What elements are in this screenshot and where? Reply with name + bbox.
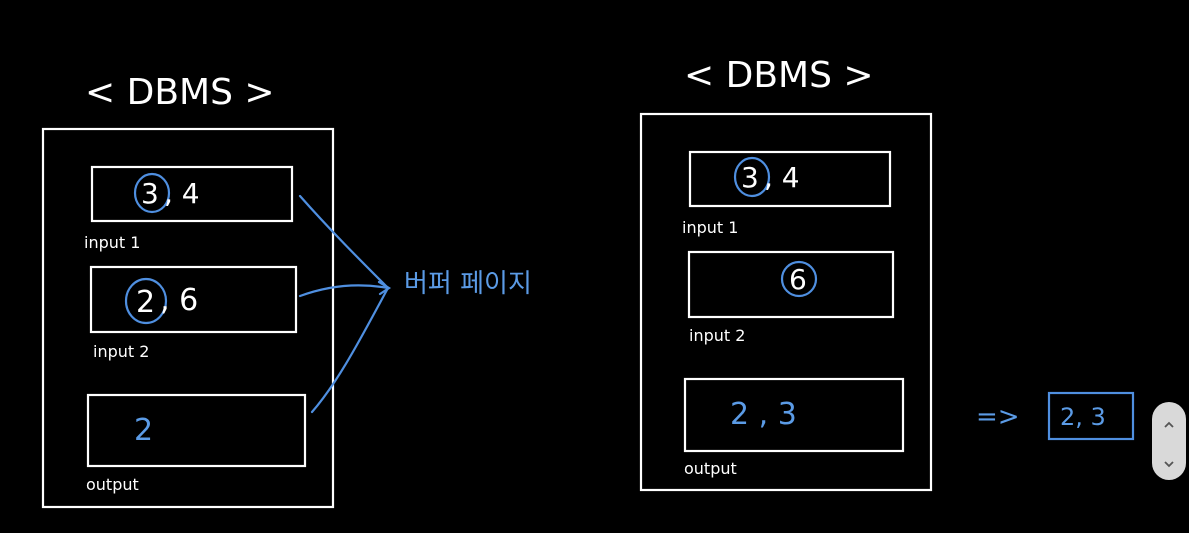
- left-dbms-title: < DBMS >: [85, 72, 275, 113]
- connector-output: [310, 286, 390, 414]
- right-input1-rest: , 4: [764, 161, 800, 194]
- right-input1-buffer: [688, 150, 892, 208]
- connector-input1: [298, 194, 390, 290]
- right-output-label: output: [684, 459, 737, 478]
- left-input2-label: input 2: [93, 342, 149, 361]
- right-input1-circled-value: 3: [741, 161, 759, 194]
- left-input2-rest: , 6: [160, 283, 198, 318]
- left-input1-buffer: [90, 165, 294, 223]
- connector-input2: [298, 284, 390, 298]
- right-input1-label: input 1: [682, 218, 738, 237]
- left-output-value: 2: [134, 413, 153, 448]
- result-box: [1047, 391, 1135, 441]
- result-value: 2, 3: [1060, 403, 1106, 431]
- left-input2-circle: [124, 277, 168, 325]
- left-output-label: output: [86, 475, 139, 494]
- right-input1-circle: [733, 156, 771, 198]
- left-input2-circled-value: 2: [136, 285, 155, 320]
- right-dbms-box: [639, 112, 933, 492]
- right-input2-buffer: [687, 250, 895, 319]
- right-output-buffer: [683, 377, 905, 453]
- left-input1-rest: , 4: [164, 177, 200, 210]
- right-input2-label: input 2: [689, 326, 745, 345]
- chevron-down-icon[interactable]: [1163, 455, 1175, 467]
- right-output-value: 2 , 3: [730, 397, 797, 432]
- left-input2-buffer: [89, 265, 298, 334]
- left-input1-circled-value: 3: [141, 177, 159, 210]
- right-dbms-title: < DBMS >: [684, 55, 874, 96]
- left-dbms-box: [41, 127, 335, 509]
- scroll-control[interactable]: [1152, 402, 1186, 480]
- result-arrow: =>: [976, 402, 1020, 432]
- right-input2-circle: [780, 260, 818, 298]
- arrowhead-icon: [377, 280, 392, 296]
- buffer-page-annotation: 버퍼 페이지: [404, 269, 532, 299]
- left-input1-label: input 1: [84, 233, 140, 252]
- chevron-up-icon[interactable]: [1163, 416, 1175, 428]
- left-input1-circle: [133, 172, 171, 214]
- right-input2-circled-value: 6: [789, 263, 807, 296]
- left-output-buffer: [86, 393, 307, 468]
